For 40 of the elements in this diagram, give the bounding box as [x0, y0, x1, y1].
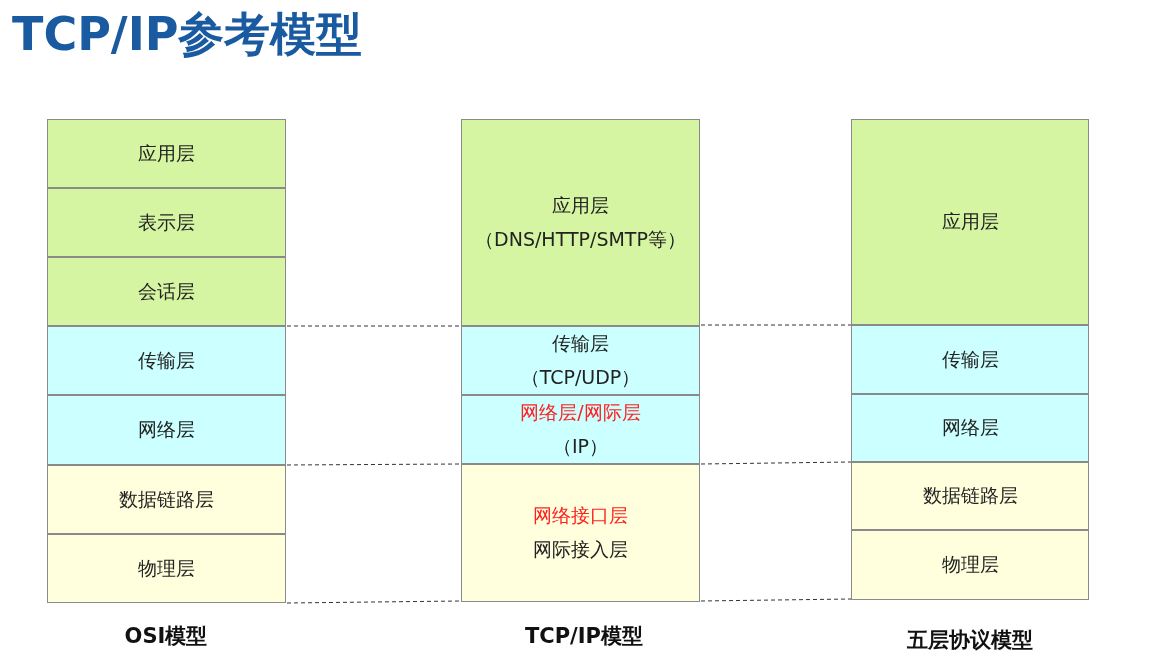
layer-box	[47, 326, 286, 395]
page-title: TCP/IP参考模型	[12, 6, 363, 63]
layer-name: 传输层	[552, 330, 609, 356]
layer-name: 数据链路层	[119, 486, 214, 512]
layer-box	[461, 119, 700, 326]
layer-box	[47, 257, 286, 326]
layer-box	[461, 395, 700, 464]
layer-name: 传输层	[138, 347, 195, 373]
layer-box	[461, 464, 700, 602]
layer-name: 应用层	[941, 209, 999, 234]
layer-box	[851, 325, 1089, 394]
layer-note: （DNS/HTTP/SMTP等）	[475, 226, 686, 252]
layer-box	[851, 530, 1089, 600]
layer-name: 网络层	[138, 417, 195, 442]
layer-name: 物理层	[941, 552, 999, 577]
layer-box	[47, 534, 286, 603]
layer-name: 应用层	[552, 192, 609, 218]
layer-note: 网际接入层	[533, 537, 628, 562]
layer-name: 网络层/网际层	[520, 399, 641, 425]
layer-box	[851, 462, 1089, 530]
column-caption: 五层协议模型	[906, 627, 1034, 654]
layer-name: 应用层	[138, 140, 195, 166]
column-caption: OSI模型	[123, 623, 209, 650]
layer-name: 表示层	[138, 209, 195, 235]
layer-box	[47, 465, 286, 534]
layer-box	[461, 326, 700, 395]
layer-name: 传输层	[941, 346, 999, 372]
layer-name: 数据链路层	[922, 483, 1018, 508]
layer-box	[47, 395, 286, 465]
layer-name: 网络层	[941, 415, 999, 440]
layer-note: （TCP/UDP）	[520, 364, 641, 390]
layer-name: 物理层	[138, 555, 195, 581]
layer-note: （IP）	[552, 433, 609, 459]
layer-box	[47, 188, 286, 257]
layer-name: 网络接口层	[533, 503, 628, 528]
column-caption: TCP/IP模型	[524, 623, 644, 650]
layer-box	[851, 394, 1089, 462]
layer-box	[47, 119, 286, 188]
layer-box	[851, 119, 1089, 325]
layer-name: 会话层	[138, 278, 195, 304]
